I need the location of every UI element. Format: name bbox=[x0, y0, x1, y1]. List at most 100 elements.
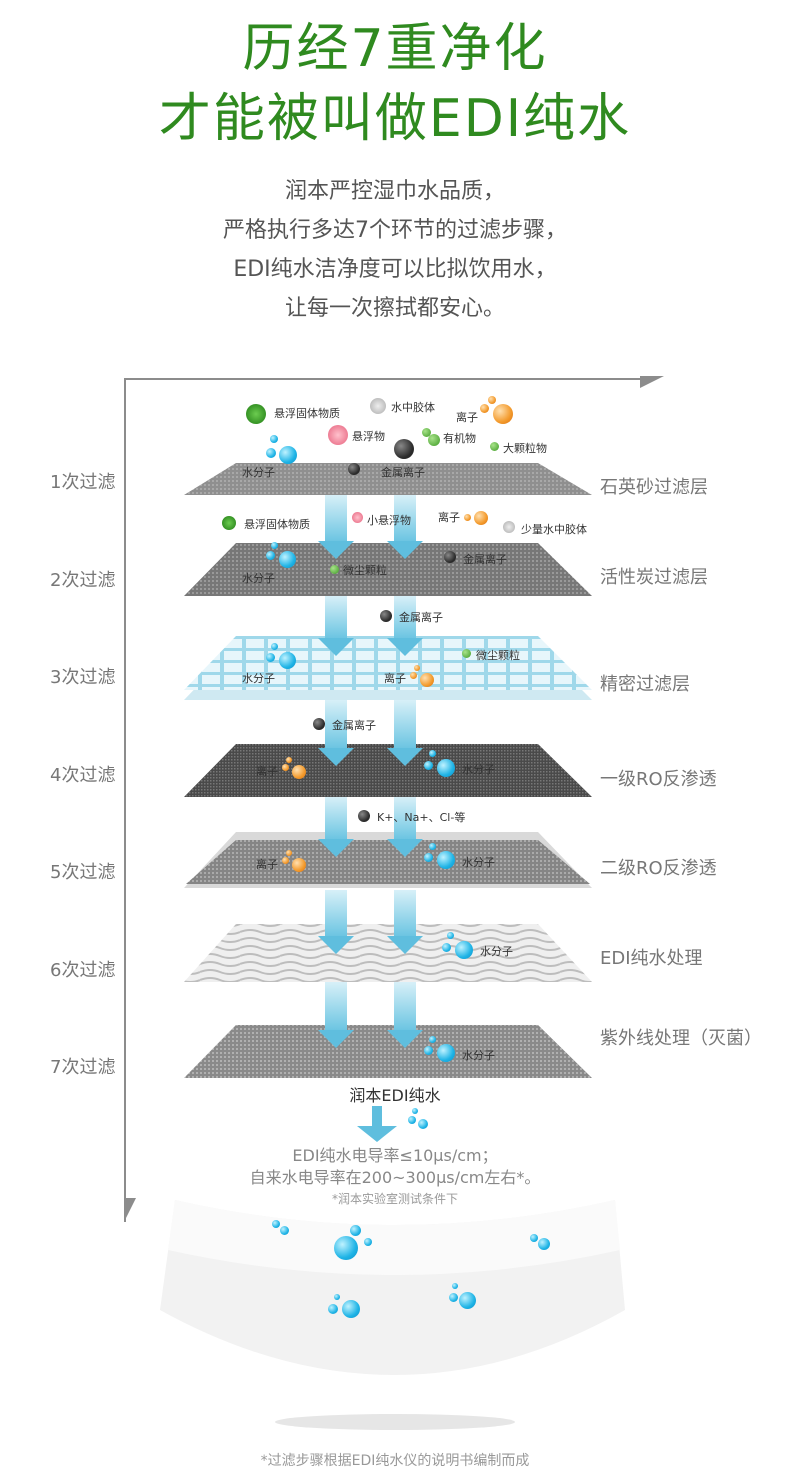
water-molecule-icon bbox=[328, 1304, 338, 1314]
layer-name-1: 石英砂过滤层 bbox=[600, 477, 708, 498]
particle-label: 微尘颗粒 bbox=[343, 564, 387, 577]
flow-arrow bbox=[394, 700, 416, 748]
flow-arrow-head bbox=[387, 839, 423, 857]
flow-arrow-head bbox=[387, 541, 423, 559]
ion-icon bbox=[286, 757, 292, 763]
flow-arrow bbox=[394, 495, 416, 541]
water-molecule-icon bbox=[334, 1294, 340, 1300]
water-molecule-icon bbox=[447, 932, 454, 939]
flow-arrow bbox=[325, 700, 347, 748]
frame-corner-arrow bbox=[640, 376, 664, 388]
large-particle-icon bbox=[490, 442, 499, 451]
particle-label: 水分子 bbox=[462, 763, 495, 776]
flow-arrow-head bbox=[318, 541, 354, 559]
metal-ion-icon bbox=[348, 463, 360, 475]
water-molecule-icon bbox=[271, 643, 278, 650]
water-molecule-icon bbox=[424, 853, 433, 862]
water-molecule-icon bbox=[412, 1108, 418, 1114]
particle-label: 悬浮固体物质 bbox=[274, 407, 340, 420]
ion-icon bbox=[414, 665, 420, 671]
ion-icon bbox=[292, 765, 306, 779]
flow-arrow-head bbox=[387, 638, 423, 656]
water-molecule-icon bbox=[449, 1293, 458, 1302]
colloid-icon bbox=[503, 521, 515, 533]
particle-label: 悬浮物 bbox=[352, 430, 385, 443]
layer-name-6: EDI纯水处理 bbox=[600, 948, 703, 969]
intro-line: 让每一次擦拭都安心。 bbox=[284, 296, 505, 321]
metal-ion-icon bbox=[444, 551, 456, 563]
metal-ion-icon bbox=[394, 439, 414, 459]
particle-label: 悬浮固体物质 bbox=[244, 518, 310, 531]
ion-icon bbox=[480, 404, 489, 413]
title-line-1: 历经7重净化 bbox=[242, 19, 548, 79]
layer-name-3: 精密过滤层 bbox=[600, 674, 690, 695]
ion-icon bbox=[464, 514, 471, 521]
flow-arrow-head bbox=[387, 748, 423, 766]
particle-label: 金属离子 bbox=[332, 719, 376, 732]
water-molecule-icon bbox=[408, 1116, 416, 1124]
water-molecule-icon bbox=[459, 1292, 476, 1309]
result-title: 润本EDI纯水 bbox=[349, 1086, 441, 1105]
water-molecule-icon bbox=[279, 551, 296, 568]
suspended-solid-icon bbox=[222, 516, 236, 530]
conductivity-edi: EDI纯水电导率≤10μs/cm； bbox=[292, 1146, 498, 1165]
layer-name-5: 二级RO反渗透 bbox=[600, 858, 717, 879]
water-molecule-icon bbox=[429, 750, 436, 757]
particle-label: 离子 bbox=[384, 672, 406, 685]
particle-label: 有机物 bbox=[443, 432, 476, 445]
water-molecule-icon bbox=[442, 943, 451, 952]
ion-icon bbox=[292, 858, 306, 872]
flow-arrow-head bbox=[318, 748, 354, 766]
water-molecule-icon bbox=[266, 551, 275, 560]
water-molecule-icon bbox=[266, 448, 276, 458]
stage-label-4: 4次过滤 bbox=[50, 765, 116, 786]
water-molecule-icon bbox=[424, 761, 433, 770]
water-molecule-icon bbox=[538, 1238, 550, 1250]
suspended-solid-icon bbox=[246, 404, 266, 424]
stage-label-6: 6次过滤 bbox=[50, 960, 116, 981]
particle-label: 水分子 bbox=[462, 856, 495, 869]
particle-label: 离子 bbox=[256, 765, 278, 778]
water-molecule-icon bbox=[342, 1300, 360, 1318]
particle-label: 少量水中胶体 bbox=[521, 523, 587, 536]
layer-name-2: 活性炭过滤层 bbox=[600, 567, 708, 588]
title-line-2: 才能被叫做EDI纯水 bbox=[158, 89, 632, 149]
water-molecule-icon bbox=[280, 1226, 289, 1235]
flow-arrow-head bbox=[318, 936, 354, 954]
result-arrow-head bbox=[357, 1126, 397, 1142]
water-molecule-icon bbox=[424, 1046, 433, 1055]
particle-label: 金属离子 bbox=[381, 466, 425, 479]
stage-label-5: 5次过滤 bbox=[50, 862, 116, 883]
flow-arrow bbox=[325, 596, 347, 638]
water-molecule-icon bbox=[279, 446, 297, 464]
flow-arrow-head bbox=[318, 839, 354, 857]
suspended-matter-icon bbox=[328, 425, 348, 445]
intro-line: 严格执行多达7个环节的过滤步骤， bbox=[223, 218, 567, 243]
water-molecule-icon bbox=[364, 1238, 372, 1246]
water-molecule-icon bbox=[429, 843, 436, 850]
ion-icon bbox=[488, 396, 496, 404]
water-molecule-icon bbox=[350, 1225, 361, 1236]
layer-name-7: 紫外线处理（灭菌） bbox=[600, 1028, 762, 1049]
water-molecule-icon bbox=[437, 759, 455, 777]
particle-label: 小悬浮物 bbox=[367, 514, 411, 527]
ion-icon bbox=[282, 764, 289, 771]
particle-label: 微尘颗粒 bbox=[476, 649, 520, 662]
intro-line: 润本严控湿巾水品质， bbox=[284, 179, 505, 204]
stage-label-7: 7次过滤 bbox=[50, 1057, 116, 1078]
ion-icon bbox=[420, 673, 434, 687]
conductivity-tap: 自来水电导率在200~300μs/cm左右*。 bbox=[249, 1168, 541, 1187]
particle-label: 离子 bbox=[438, 511, 460, 524]
particle-label: 大颗粒物 bbox=[503, 442, 547, 455]
dust-particle-icon bbox=[330, 565, 339, 574]
particle-label: 金属离子 bbox=[463, 553, 507, 566]
particle-label: 水分子 bbox=[480, 945, 513, 958]
flow-arrow bbox=[394, 797, 416, 839]
particle-label: 水分子 bbox=[462, 1049, 495, 1062]
flow-arrow bbox=[325, 982, 347, 1030]
intro-text: 润本严控湿巾水品质， 严格执行多达7个环节的过滤步骤， EDI纯水洁净度可以比拟… bbox=[0, 172, 790, 328]
particle-label: 离子 bbox=[256, 858, 278, 871]
flow-arrow-head bbox=[387, 1030, 423, 1048]
stage-label-2: 2次过滤 bbox=[50, 570, 116, 591]
